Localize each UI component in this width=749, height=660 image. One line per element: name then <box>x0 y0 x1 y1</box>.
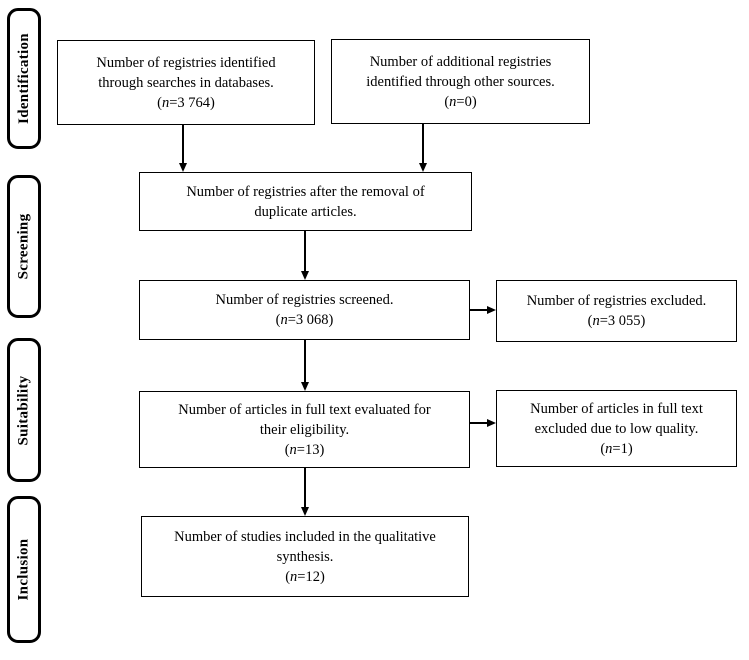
flow-box-included: Number of studies included in the qualit… <box>141 516 469 597</box>
flow-box-full-text-excluded-count: (n=1) <box>600 440 633 457</box>
arrow-fulltext-to-included-line <box>304 468 306 508</box>
flow-box-full-text-count: (n=13) <box>284 441 325 458</box>
flow-box-screened: Number of registries screened. (n=3 068) <box>139 280 470 340</box>
arrow-down-icon <box>300 507 309 516</box>
arrow-down-icon <box>418 163 427 172</box>
arrow-right-icon <box>487 418 496 427</box>
flow-box-full-text-text: Number of articles in full text evaluate… <box>178 401 431 438</box>
flow-box-other-sources-count: (n=0) <box>444 93 477 110</box>
stage-label-screening: Screening <box>15 213 32 280</box>
flow-box-full-text: Number of articles in full text evaluate… <box>139 391 470 468</box>
stage-box-inclusion: Inclusion <box>7 496 41 643</box>
stage-label-identification: Identification <box>15 33 32 124</box>
stage-box-suitability: Suitability <box>7 338 41 482</box>
flow-box-screened-text: Number of registries screened. <box>215 292 394 308</box>
flow-box-db-search-count: (n=3 764) <box>157 94 215 111</box>
arrow-down-icon <box>300 382 309 391</box>
flow-box-screened-excluded: Number of registries excluded. (n=3 055) <box>496 280 737 342</box>
arrow-down-icon <box>300 271 309 280</box>
stage-label-suitability: Suitability <box>15 375 32 445</box>
flow-box-screened-excluded-count: (n=3 055) <box>587 313 646 329</box>
arrow-fulltext-to-excluded-line <box>470 422 488 424</box>
flow-box-deduplicated: Number of registries after the removal o… <box>139 172 472 231</box>
arrow-dedup-to-screened-line <box>304 231 306 272</box>
arrow-other-sources-to-dedup-line <box>422 123 424 164</box>
stage-box-identification: Identification <box>7 8 41 149</box>
arrow-screened-to-fulltext-line <box>304 340 306 383</box>
arrow-down-icon <box>178 163 187 172</box>
arrow-db-search-to-dedup-line <box>182 124 184 164</box>
arrow-right-icon <box>487 305 496 314</box>
flow-box-included-text: Number of studies included in the qualit… <box>174 528 436 565</box>
flow-box-included-count: (n=12) <box>285 568 325 585</box>
stage-box-screening: Screening <box>7 175 41 318</box>
flow-box-screened-excluded-text: Number of registries excluded. <box>526 293 707 309</box>
arrow-screened-to-excluded-line <box>470 309 488 311</box>
flow-box-deduplicated-text: Number of registries after the removal o… <box>186 183 425 220</box>
flow-box-screened-count: (n=3 068) <box>275 312 334 328</box>
stage-label-inclusion: Inclusion <box>15 538 32 601</box>
